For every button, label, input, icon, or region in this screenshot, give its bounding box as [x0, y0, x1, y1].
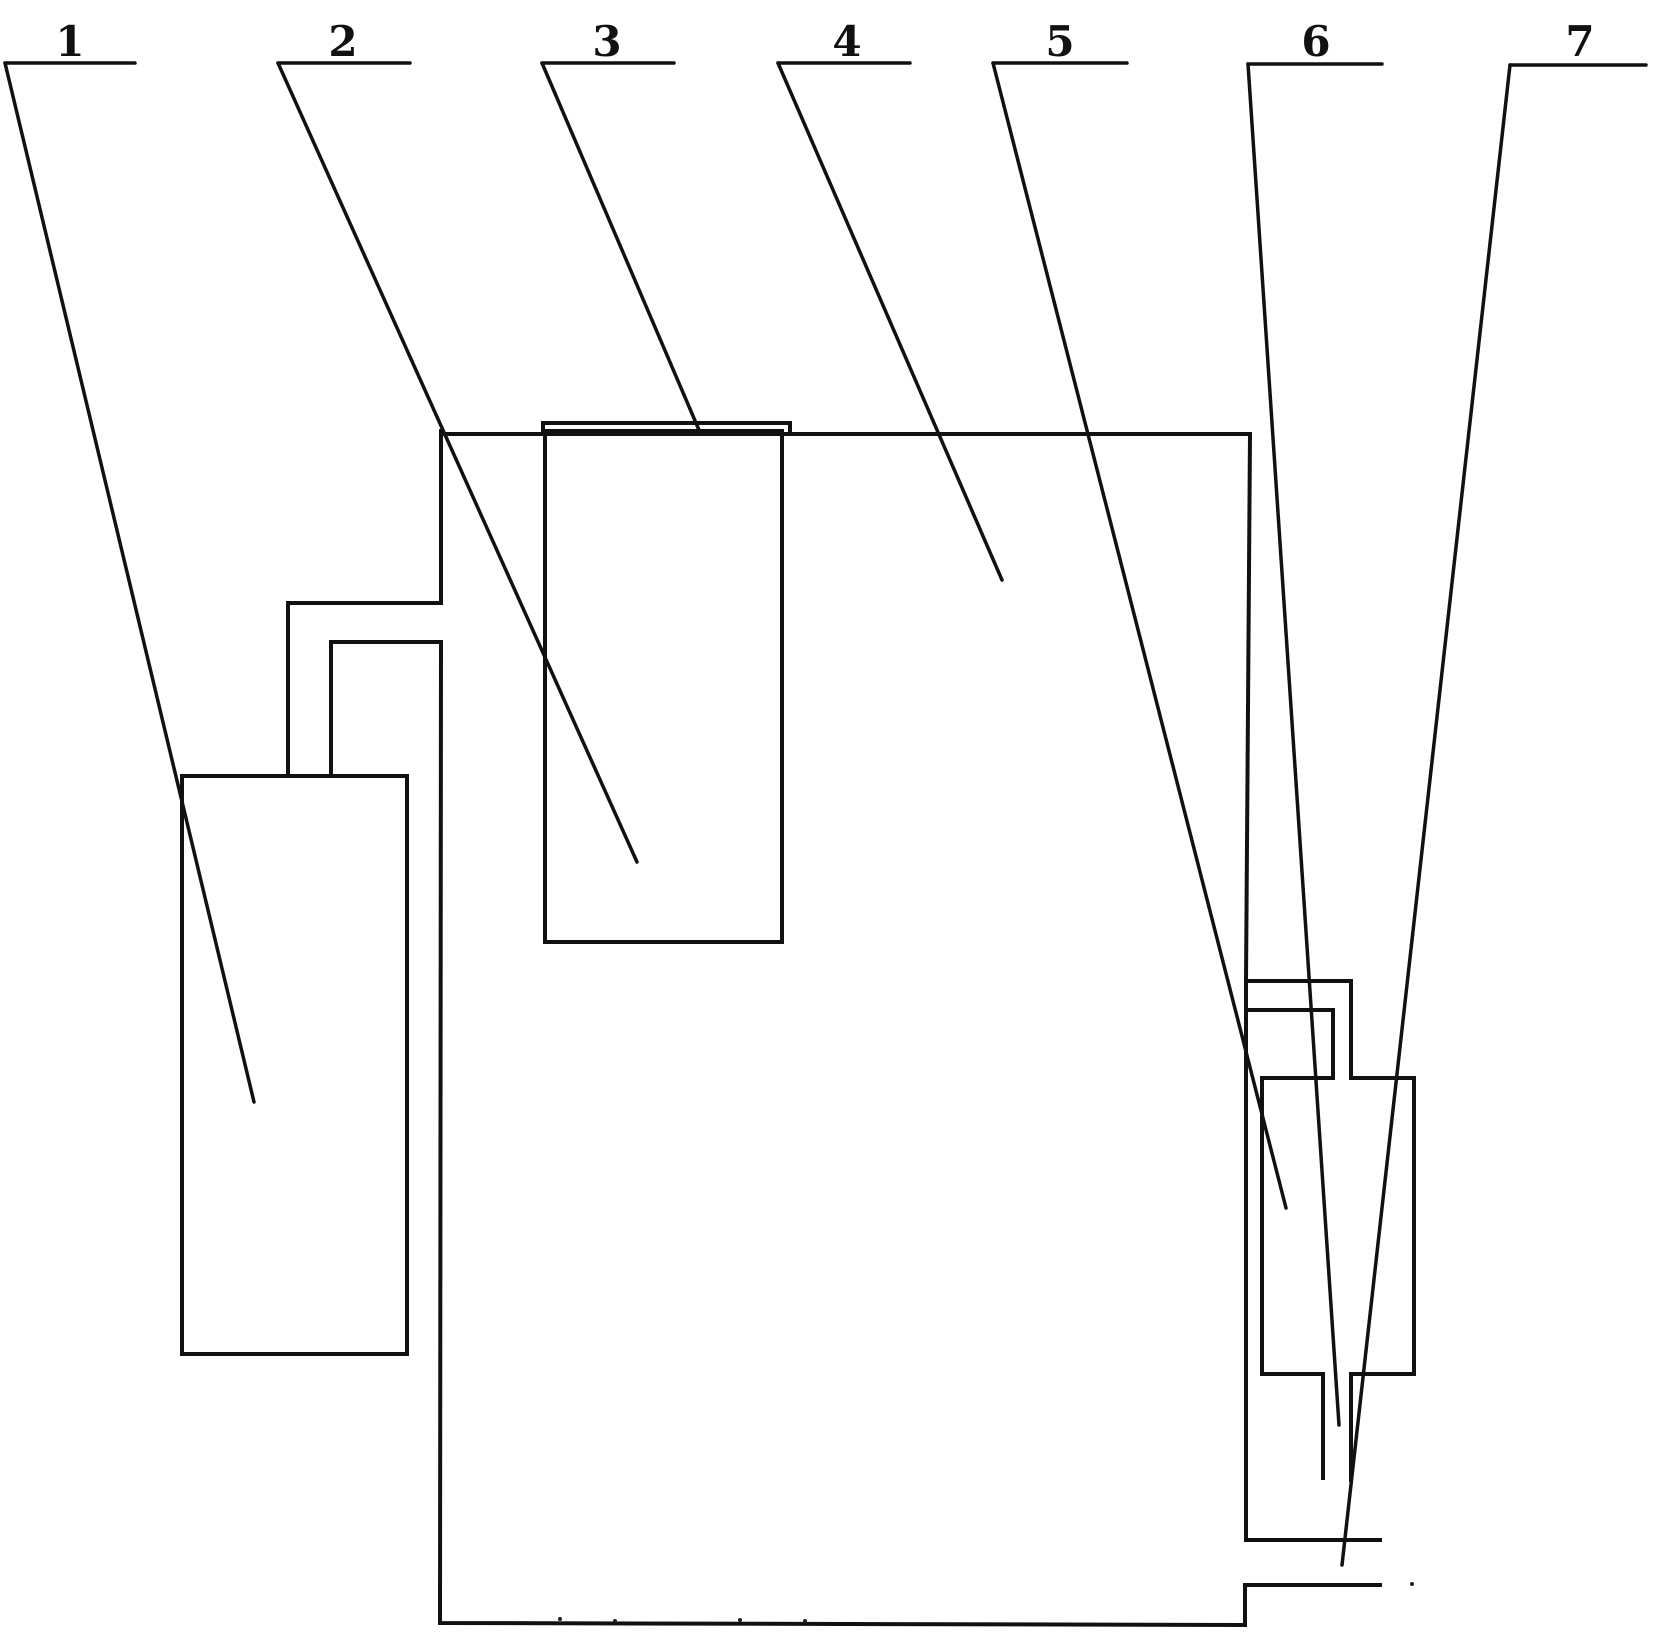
- leader-line-4: [776, 61, 1004, 582]
- component-5-valve-inner: [1244, 1008, 1335, 1080]
- connecting-pipe: [286, 429, 443, 778]
- leader-line-2: [276, 61, 639, 864]
- dot: [558, 1617, 562, 1621]
- leader-line-6: [1246, 62, 1341, 1427]
- callout-label-7: 7: [1565, 17, 1594, 66]
- leader-lines: [3, 61, 1512, 1567]
- leader-line-7: [1340, 63, 1512, 1567]
- component-6-valve-housing: [1260, 1076, 1416, 1482]
- callout-label-2: 2: [328, 17, 357, 66]
- dot: [1410, 1582, 1414, 1586]
- callout-label-1: 1: [55, 17, 84, 66]
- component-4-main-body: [437, 429, 1382, 1628]
- callout-label-5: 5: [1045, 17, 1074, 66]
- callout-label-3: 3: [592, 17, 621, 66]
- leader-line-3: [540, 61, 701, 432]
- component-2-inner-box: [543, 429, 784, 944]
- callout-label-4: 4: [832, 17, 861, 66]
- dot: [738, 1618, 742, 1622]
- callout-labels: 1 2 3 4 5 6 7: [55, 17, 1594, 66]
- dot: [803, 1619, 807, 1623]
- dot: [613, 1619, 617, 1623]
- leader-line-5: [991, 61, 1288, 1210]
- component-1-side-tank: [180, 774, 409, 1356]
- leader-line-1: [3, 61, 256, 1104]
- component-3-lid: [541, 421, 792, 435]
- label-underlines: [3, 61, 1648, 67]
- stray-dots: [558, 1582, 1414, 1623]
- callout-label-6: 6: [1301, 17, 1330, 66]
